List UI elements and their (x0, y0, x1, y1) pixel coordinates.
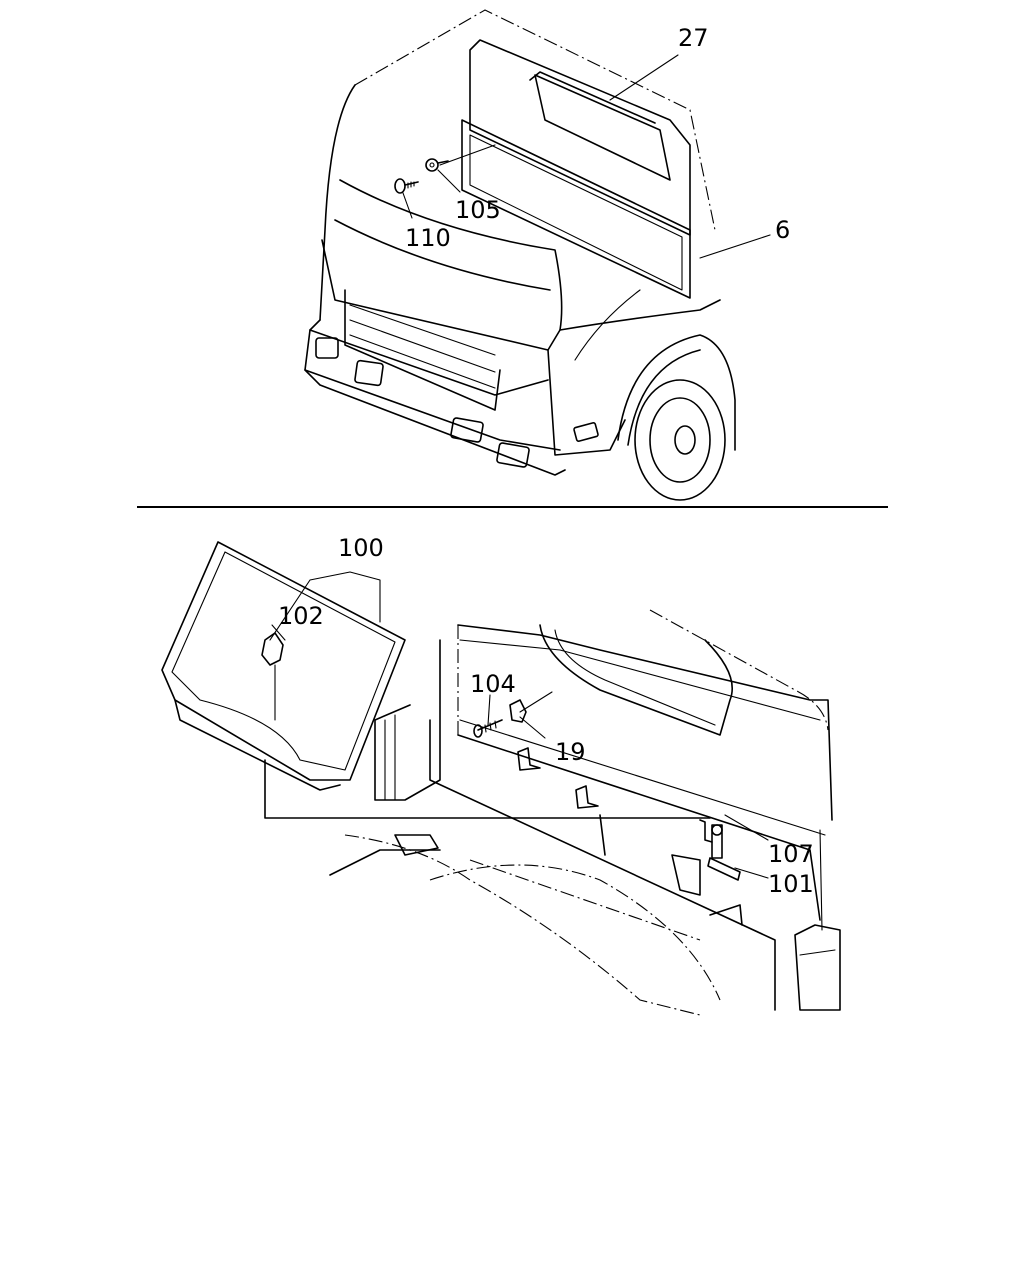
callout-102: 102 (278, 602, 324, 630)
callout-110: 110 (405, 224, 451, 252)
callout-104: 104 (470, 670, 516, 698)
callout-27: 27 (678, 24, 709, 52)
callout-100: 100 (338, 534, 384, 562)
cab-interior (269, 571, 841, 1016)
callout-19: 19 (555, 738, 586, 766)
callout-101: 101 (768, 870, 814, 898)
callout-6: 6 (775, 216, 790, 244)
callout-107: 107 (768, 840, 814, 868)
callout-105: 105 (455, 196, 501, 224)
truck-cab-exterior (304, 9, 771, 501)
storage-tray-assembly (161, 541, 711, 819)
